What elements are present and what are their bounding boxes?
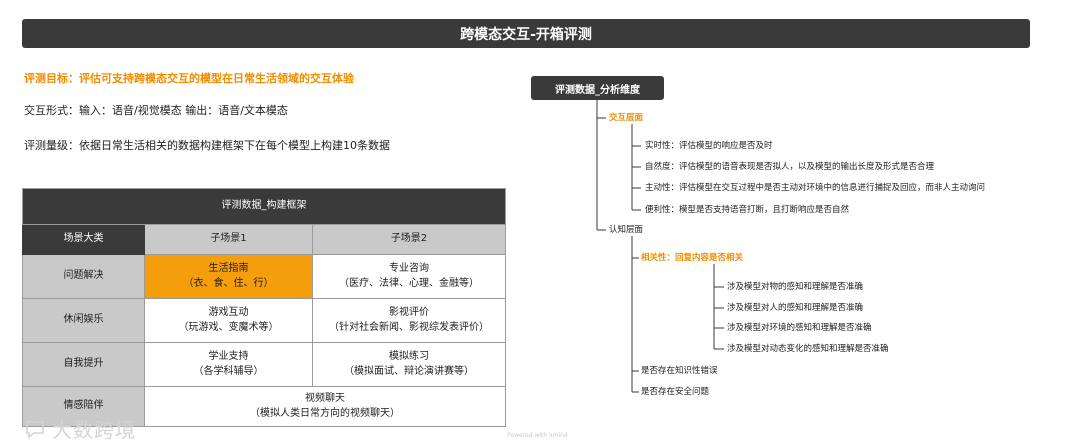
subscene-title: 专业咨询: [389, 263, 429, 274]
tree-node-object-perception: 涉及模型对物的感知和理解是否准确: [727, 282, 864, 292]
tree-node-dynamic-perception: 涉及模型对动态变化的感知和理解是否准确: [727, 344, 889, 354]
subscene-cell: 游戏互动 （玩游戏、变魔术等）: [144, 298, 313, 343]
table-row: 问题解决 生活指南 （衣、食、住、行） 专业咨询 （医疗、法律、心理、金融等）: [22, 254, 507, 299]
tree-node-knowledge-error: 是否存在知识性错误: [641, 366, 718, 376]
tree-node-naturalness: 自然度：评估模型的语音表现是否拟人，以及模型的输出长度及形式是否合理: [645, 162, 935, 172]
tree-node-interaction-layer: 交互层面: [609, 113, 644, 123]
subscene-title: 模拟练习: [389, 351, 429, 362]
subscene-detail: （衣、食、住、行）: [183, 277, 274, 289]
framework-table: 评测数据_构建框架 场景大类 子场景1 子场景2 问题解决 生活指南 （衣、食、…: [21, 188, 507, 427]
evaluation-goal: 评测目标：评估可支持跨模态交互的模型在日常生活领域的交互体验: [24, 72, 354, 85]
subscene-detail: （医疗、法律、心理、金融等）: [339, 277, 479, 289]
tree-node-realtime: 实时性：评估模型的响应是否及时: [645, 141, 773, 151]
category-cell: 情感陪伴: [22, 386, 145, 427]
watermark: 大数跨境: [24, 414, 136, 443]
subscene-detail: （各学科辅导）: [193, 365, 264, 377]
subscene-title: 影视评价: [389, 307, 429, 318]
table-row: 自我提升 学业支持 （各学科辅导） 模拟练习 （模拟面试、辩论演讲赛等）: [22, 342, 507, 387]
tree-node-environment-perception: 涉及模型对环境的感知和理解是否准确: [727, 323, 872, 333]
tree-node-relevance: 相关性：回复内容是否相关: [641, 253, 744, 263]
subscene-cell: 学业支持 （各学科辅导）: [144, 342, 313, 387]
footer-powered-by: Powered with xmind: [507, 432, 568, 439]
tree-root-node: 评测数据_分析维度: [531, 76, 664, 100]
column-header-category: 场景大类: [22, 224, 145, 255]
subscene-title: 视频聊天: [305, 393, 345, 404]
tree-node-convenience: 便利性：模型是否支持语音打断，且打断响应是否自然: [645, 205, 850, 215]
watermark-text: 大数跨境: [52, 418, 136, 442]
subscene-detail: （模拟人类日常方向的视频聊天）: [250, 407, 400, 419]
tree-node-cognition-layer: 认知层面: [609, 225, 644, 235]
chat-bubble-icon: [26, 420, 44, 439]
subscene-title: 学业支持: [208, 351, 249, 362]
subscene-title: 游戏互动: [208, 307, 249, 318]
column-header-sub2: 子场景2: [311, 224, 507, 255]
subscene-cell: 专业咨询 （医疗、法律、心理、金融等）: [311, 254, 507, 299]
subscene-cell-merged: 视频聊天 （模拟人类日常方向的视频聊天）: [143, 386, 507, 427]
tree-node-person-perception: 涉及模型对人的感知和理解是否准确: [727, 303, 864, 313]
subscene-detail: （针对社会新闻、影视综发表评价）: [329, 321, 489, 333]
category-cell: 休闲娱乐: [22, 298, 145, 343]
evaluation-volume: 评测量级：依据日常生活相关的数据构建框架下在每个模型上构建10条数据: [24, 139, 390, 152]
subscene-title: 生活指南: [208, 263, 249, 274]
tree-node-proactivity: 主动性：评估模型在交互过程中是否主动对环境中的信息进行捕捉及回应，而非人主动询问: [645, 183, 986, 193]
page-title: 跨模态交互-开箱评测: [22, 19, 1030, 48]
category-cell: 自我提升: [22, 342, 145, 387]
subscene-detail: （玩游戏、变魔术等）: [178, 321, 279, 333]
table-row: 情感陪伴 视频聊天 （模拟人类日常方向的视频聊天）: [22, 386, 507, 427]
category-cell: 问题解决: [22, 254, 145, 299]
tree-node-safety-issue: 是否存在安全问题: [641, 387, 710, 397]
subscene-cell-highlighted: 生活指南 （衣、食、住、行）: [144, 254, 313, 299]
interaction-form: 交互形式：输入：语音/视觉模态 输出：语音/文本模态: [24, 104, 288, 117]
subscene-detail: （模拟面试、辩论演讲赛等）: [344, 365, 474, 377]
